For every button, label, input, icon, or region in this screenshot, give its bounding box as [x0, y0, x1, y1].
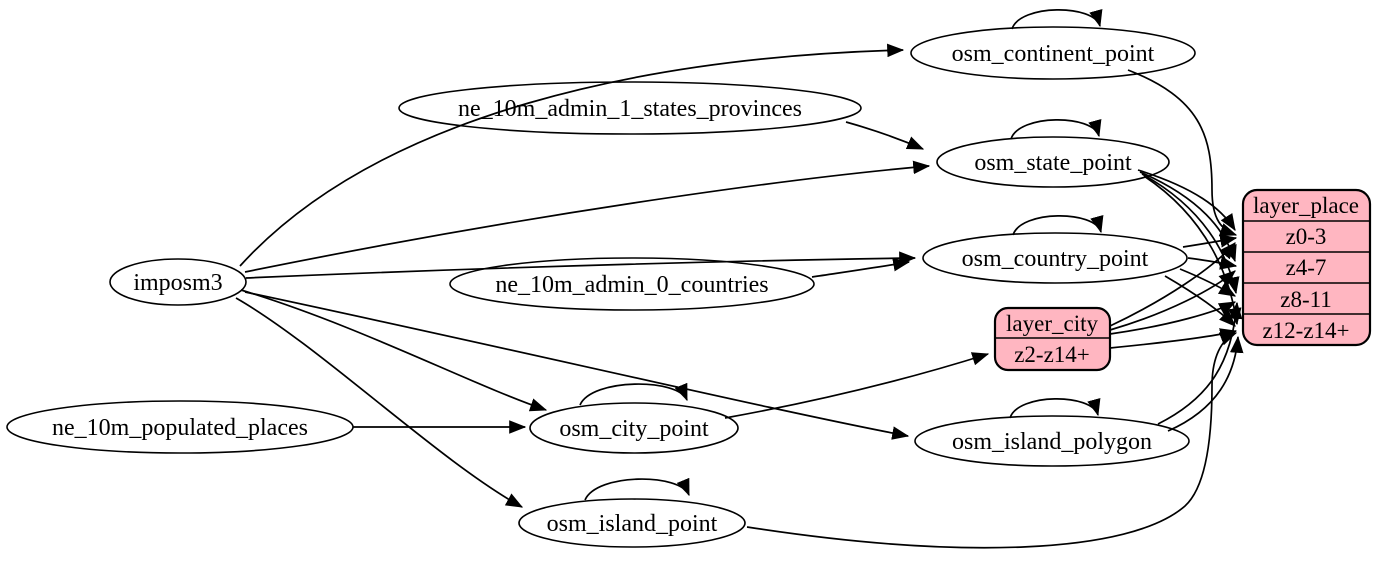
osm_continent_point-shape — [910, 26, 1196, 80]
osm_island_polygon-label: osm_island_polygon — [952, 429, 1152, 455]
osm_state_point-label: osm_state_point — [974, 150, 1132, 176]
edge-imposm3-osm_city_point — [240, 289, 548, 412]
osm_country_point-label: osm_country_point — [962, 246, 1149, 272]
node-ne_10m_populated_places: ne_10m_populated_places — [6, 400, 354, 454]
osm_state_point-shape — [936, 136, 1170, 188]
edge-osm_island_point-layer_place-z12-z14 — [746, 332, 1238, 549]
layer_place-row-z12-z14: z12-z14+ — [1262, 318, 1349, 343]
edge-osm_country_point-layer_place-z4-7 — [1187, 256, 1238, 270]
osm_country_point-shape — [922, 232, 1188, 284]
osm_island_polygon-shape — [914, 415, 1190, 467]
edge-osm_continent_point-self-loop — [1011, 8, 1103, 30]
edge-imposm3-osm_state_point — [244, 160, 931, 273]
ne_10m_admin_1_states_provinces-shape — [398, 81, 862, 135]
edge-imposm3-osm_island_point — [235, 297, 524, 508]
node-osm_continent_point: osm_continent_point — [910, 26, 1196, 80]
edge-osm_state_point-self-loop — [1010, 118, 1102, 140]
ne_10m_admin_0_countries-label: ne_10m_admin_0_countries — [495, 272, 768, 298]
layer_city-row-z2-z14: z2-z14+ — [1014, 342, 1090, 367]
edge-imposm3-osm_continent_point — [239, 43, 905, 267]
layer_city-box — [993, 306, 1112, 372]
layer_place-row-z4-7: z4-7 — [1286, 255, 1327, 280]
node-osm_city_point: osm_city_point — [529, 402, 739, 454]
osm_island_point-label: osm_island_point — [547, 511, 718, 537]
edge-osm_country_point-layer_place-z12-z14 — [1164, 275, 1236, 327]
imposm3-label: imposm3 — [133, 270, 222, 296]
edge-osm_island_polygon-self-loop — [1009, 397, 1101, 419]
edge-imposm3-osm_island_polygon — [244, 291, 910, 440]
edge-osm_island_polygon-layer_place-z8-11 — [1157, 301, 1243, 425]
edge-osm_island_point-self-loop — [584, 477, 690, 501]
edge-osm_island_polygon-layer_place-z12-z14 — [1167, 335, 1244, 432]
layer_city-title: layer_city — [1006, 311, 1098, 336]
ne_10m_populated_places-label: ne_10m_populated_places — [52, 415, 308, 441]
node-osm_country_point: osm_country_point — [922, 232, 1188, 284]
osm_city_point-shape — [529, 402, 739, 454]
layer_place-box — [1241, 188, 1372, 347]
record-layer_place: layer_place z0-3 z4-7 z8-11 z12-z14+ — [1241, 188, 1372, 347]
layer_place-row-z0-3: z0-3 — [1286, 224, 1327, 249]
edge-osm_city_point-layer_city-z2-z14 — [724, 352, 990, 419]
layer_place-row-z8-11: z8-11 — [1280, 287, 1332, 312]
edge-layer_city-layer_place-z4-7 — [1109, 270, 1236, 331]
osm_continent_point-label: osm_continent_point — [952, 41, 1155, 67]
ne_10m_admin_0_countries-shape — [449, 257, 815, 311]
edge-layer_city-layer_place-z8-11 — [1109, 301, 1237, 335]
edge-osm_city_point-self-loop — [579, 382, 688, 406]
edge-osm_country_point-layer_place-z0-3 — [1182, 234, 1238, 248]
edge-osm_country_point-self-loop — [1012, 214, 1104, 236]
layer_place-title: layer_place — [1253, 193, 1359, 218]
edge-ne_10m_admin_1_states_provinces-osm_state_point — [845, 121, 925, 150]
edge-imposm3-osm_country_point — [245, 251, 917, 279]
node-ne_10m_admin_1_states_provinces: ne_10m_admin_1_states_provinces — [398, 81, 862, 135]
node-osm_island_point: osm_island_point — [518, 498, 746, 548]
edge-osm_state_point-layer_place-z0-3 — [1137, 169, 1236, 232]
node-osm_state_point: osm_state_point — [936, 136, 1170, 188]
edge-layer_city-layer_place-z0-3 — [1109, 242, 1236, 327]
osm_island_point-shape — [518, 498, 746, 548]
edge-ne_10m_admin_0_countries-osm_country_point — [811, 257, 911, 278]
ne_10m_admin_1_states_provinces-label: ne_10m_admin_1_states_provinces — [458, 96, 802, 122]
node-imposm3: imposm3 — [109, 258, 247, 306]
record-layer_city: layer_city z2-z14+ — [993, 306, 1112, 372]
edge-osm_country_point-layer_place-z8-11 — [1179, 268, 1237, 297]
node-osm_island_polygon: osm_island_polygon — [914, 415, 1190, 467]
edge-layer_city-layer_place-z12-z14 — [1109, 328, 1238, 349]
node-ne_10m_admin_0_countries: ne_10m_admin_0_countries — [449, 257, 815, 311]
edges — [235, 8, 1244, 549]
imposm3-shape — [109, 258, 247, 306]
osm_city_point-label: osm_city_point — [559, 416, 709, 442]
